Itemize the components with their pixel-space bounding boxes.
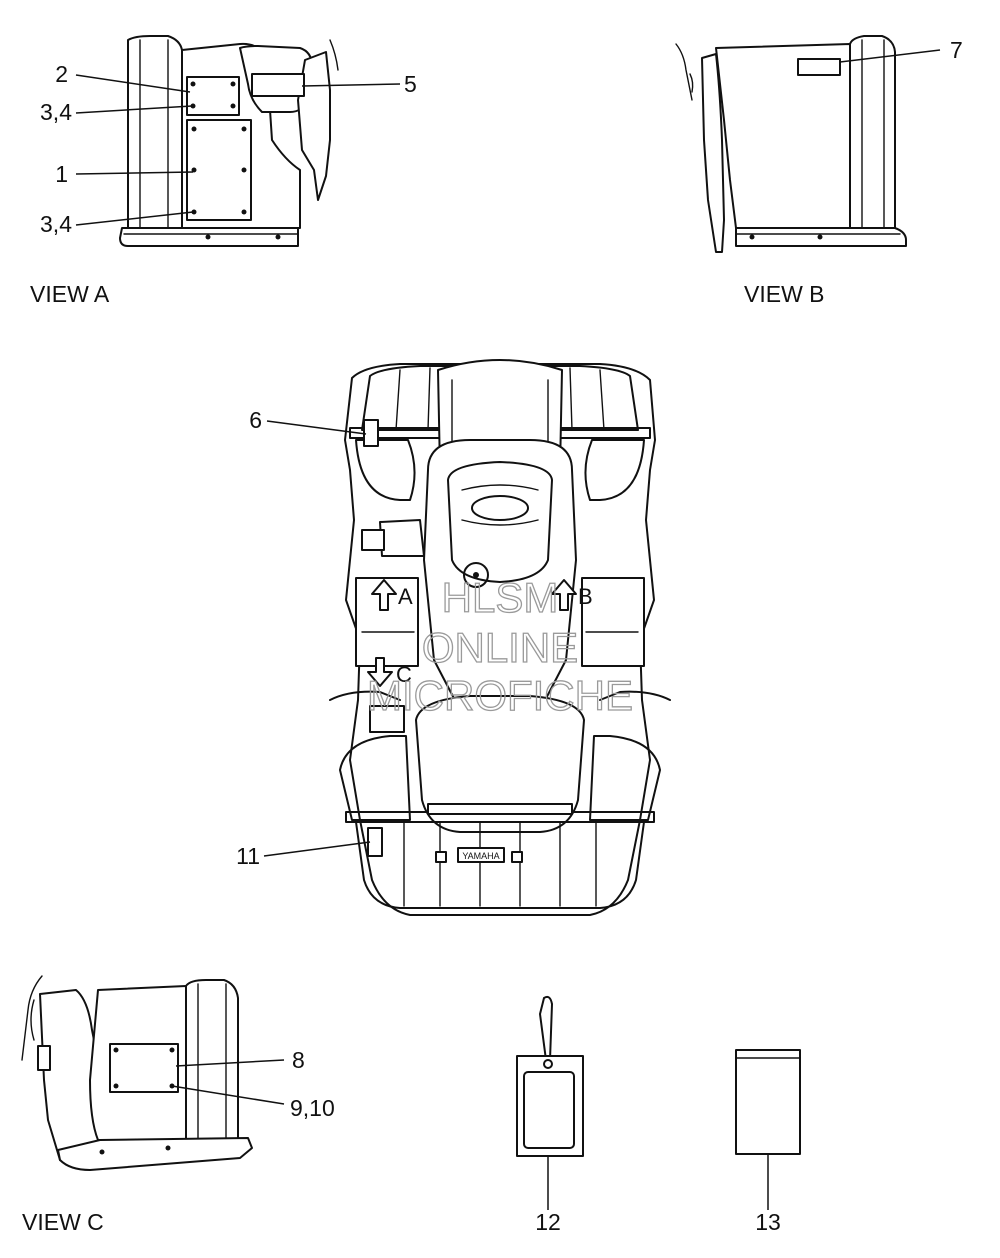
watermark-line-2: ONLINE: [422, 624, 578, 671]
callout-1: 1: [55, 161, 68, 187]
callout-3-4-lower: 3,4: [40, 211, 72, 237]
arrow-label-b: B: [578, 584, 593, 609]
view-a-label: VIEW A: [30, 281, 110, 307]
callout-9-10: 9,10: [290, 1095, 335, 1121]
callout-8: 8: [292, 1047, 305, 1073]
watermark-line-3: MICROFICHE: [367, 672, 633, 719]
brand-mark: YAMAHA: [462, 851, 499, 861]
callout-3-4-upper: 3,4: [40, 99, 72, 125]
hang-tag-12: [516, 995, 584, 1210]
callout-6: 6: [249, 407, 262, 433]
callout-2: 2: [55, 61, 68, 87]
callout-11: 11: [236, 843, 260, 869]
callout-5: 5: [404, 71, 417, 97]
view-b-label: VIEW B: [744, 281, 825, 307]
callout-7: 7: [950, 37, 963, 63]
view-b-drawing: [675, 35, 941, 253]
view-c-label: VIEW C: [22, 1209, 104, 1235]
callout-12: 12: [535, 1209, 561, 1235]
watermark-line-1: HLSM: [442, 574, 559, 621]
view-c-drawing: [21, 975, 285, 1171]
view-a-drawing: [75, 35, 401, 247]
manual-13: [735, 1049, 801, 1210]
arrow-label-a: A: [398, 584, 413, 609]
arrow-label-c: C: [396, 662, 412, 687]
atv-top-view-drawing: YAMAHA: [263, 359, 671, 916]
callout-13: 13: [755, 1209, 781, 1235]
